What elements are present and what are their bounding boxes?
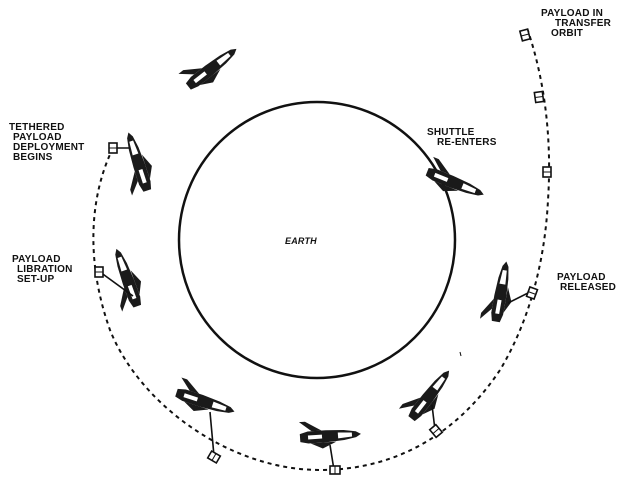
- label-payload-in-transfer-orbit: PAYLOAD IN TRANSFER ORBIT: [541, 9, 611, 39]
- label-payload-libration-set-up: PAYLOAD LIBRATION SET-UP: [12, 255, 73, 285]
- small-mark: [460, 352, 461, 356]
- payload-box: [527, 287, 538, 299]
- payload-box: [430, 425, 443, 438]
- payload-box: [534, 91, 543, 102]
- earth-circle: [179, 102, 455, 378]
- payload-box: [109, 143, 117, 153]
- label-shuttle-re-enters: SHUTTLE RE-ENTERS: [427, 128, 497, 148]
- payload-box: [330, 466, 340, 474]
- shuttle-payload-released: [480, 259, 518, 324]
- shuttle-top-orbit: [179, 36, 244, 96]
- tethers: [100, 148, 530, 470]
- payload-box: [520, 29, 530, 41]
- payload-box: [208, 451, 221, 463]
- label-tethered-payload-deployment-begins: TETHERED PAYLOAD DEPLOYMENT BEGINS: [9, 123, 84, 163]
- payload-box: [95, 267, 103, 277]
- shuttle-bottom-right: [399, 361, 459, 426]
- payload-trajectory: [93, 28, 549, 470]
- shuttle-bottom-left: [173, 378, 240, 423]
- earth-label: EARTH: [285, 236, 317, 246]
- label-payload-released: PAYLOAD RELEASED: [557, 273, 616, 293]
- shuttle-deployment-begins: [113, 129, 158, 196]
- payload-box: [543, 167, 551, 177]
